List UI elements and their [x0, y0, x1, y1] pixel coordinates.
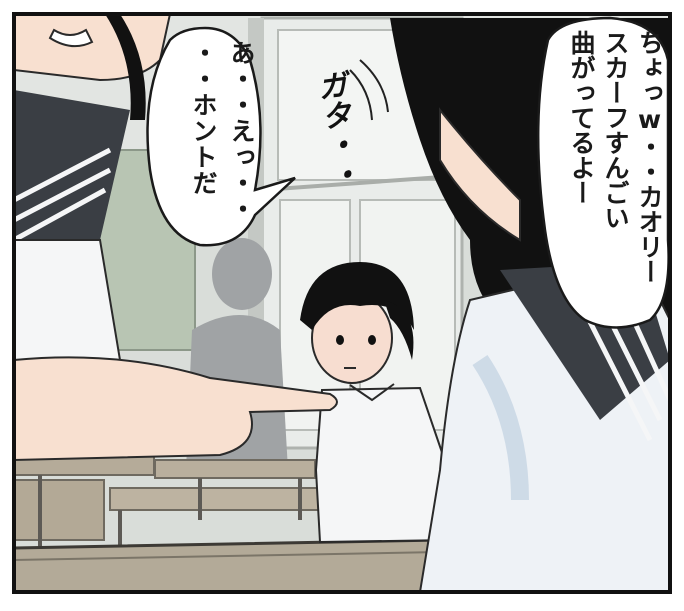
speech-bubble-right-text: ちょっw・・カオリー スカーフすんごい 曲がってるよー [567, 30, 664, 284]
left-girl [12, 13, 338, 462]
panel-border [12, 12, 672, 594]
speech-bubble-left [146, 26, 296, 247]
boy-character [300, 262, 454, 544]
speech-bubble-left-text: あ・・えっ・・ ・・ホントだ [189, 40, 256, 222]
motion-lines [349, 59, 389, 121]
speech-bubble-right [536, 16, 670, 329]
